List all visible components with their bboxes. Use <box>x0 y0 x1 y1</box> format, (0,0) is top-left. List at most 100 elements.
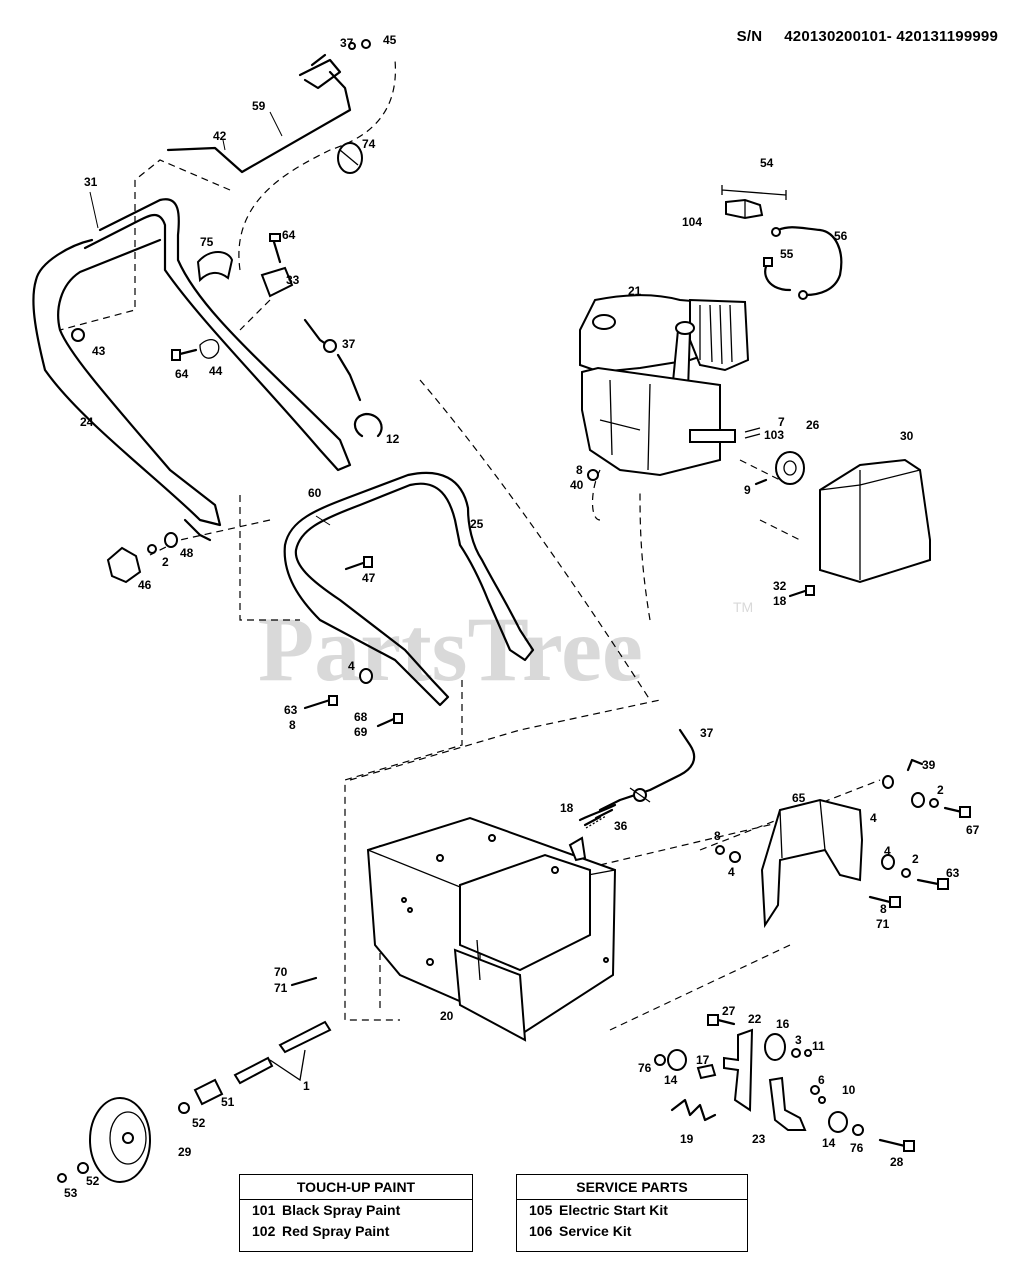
callout: 22 <box>748 1012 762 1026</box>
handle-knob <box>106 532 178 584</box>
belt-cover <box>788 458 931 598</box>
service-parts-title: SERVICE PARTS <box>517 1175 747 1200</box>
callout: 64 <box>282 228 296 242</box>
callout: 71 <box>876 917 890 931</box>
callout: 55 <box>780 247 794 261</box>
callout: 27 <box>722 1004 736 1018</box>
callout: 76 <box>638 1061 652 1075</box>
callout: 17 <box>696 1053 710 1067</box>
watermark-text: PartsTree <box>258 598 643 700</box>
callout: 28 <box>890 1155 904 1169</box>
callout: 74 <box>362 137 376 151</box>
callout: 56 <box>834 229 848 243</box>
callout: 70 <box>274 965 288 979</box>
callout: 8 <box>576 463 583 477</box>
ignition-switch <box>721 185 843 300</box>
callout: 7 <box>778 415 785 429</box>
callout: 48 <box>180 546 194 560</box>
callout: 19 <box>680 1132 694 1146</box>
callout: 12 <box>386 432 400 446</box>
callout: 60 <box>308 486 322 500</box>
callout: 3 <box>795 1033 802 1047</box>
clip <box>353 412 383 438</box>
mounting-bracket <box>715 758 971 929</box>
callout: 54 <box>760 156 774 170</box>
callout: 103 <box>764 428 784 442</box>
callout: 33 <box>286 273 300 287</box>
callout: 4 <box>728 865 735 879</box>
callout: 2 <box>912 852 919 866</box>
callout: 8 <box>289 718 296 732</box>
callout: 37 <box>342 337 356 351</box>
cable-clevis <box>171 318 362 402</box>
engine <box>579 294 761 481</box>
serial-range: 420130200101- 420131199999 <box>784 28 998 45</box>
chassis-frame <box>366 803 617 1042</box>
callout: 104 <box>682 215 702 229</box>
watermark-tm: TM <box>733 599 753 615</box>
callout: 24 <box>80 415 94 429</box>
callout: 14 <box>664 1073 678 1087</box>
callout: 4 <box>870 811 877 825</box>
callout: 59 <box>252 99 266 113</box>
callout: 68 <box>354 710 368 724</box>
callout: 4 <box>348 659 355 673</box>
callout: 23 <box>752 1132 766 1146</box>
callout-labels: 37 45 59 42 74 54 104 56 55 31 75 64 33 … <box>64 33 980 1200</box>
callout: 20 <box>440 1009 454 1023</box>
bolt-70 <box>290 976 318 987</box>
callout: 18 <box>773 594 787 608</box>
pulley <box>754 451 805 486</box>
callout: 44 <box>209 364 223 378</box>
callout: 47 <box>362 571 376 585</box>
lower-handle <box>283 471 535 728</box>
touch-up-paint-title: TOUCH-UP PAINT <box>240 1175 472 1200</box>
callout: 10 <box>842 1083 856 1097</box>
callout: 37 <box>340 36 354 50</box>
callout: 4 <box>884 844 891 858</box>
callout: 63 <box>946 866 960 880</box>
callout: 52 <box>192 1116 206 1130</box>
callout: 18 <box>560 801 574 815</box>
callout: 11 <box>812 1039 825 1053</box>
callout: 36 <box>614 819 628 833</box>
callout: 51 <box>221 1095 235 1109</box>
callout: 76 <box>850 1141 864 1155</box>
callout: 2 <box>937 783 944 797</box>
callout: 67 <box>966 823 980 837</box>
callout: 8 <box>714 829 721 843</box>
callout: 53 <box>64 1186 78 1200</box>
callout: 65 <box>792 791 806 805</box>
callout: 31 <box>84 175 98 189</box>
callout: 1 <box>303 1079 310 1093</box>
callout: 42 <box>213 129 227 143</box>
callout: 26 <box>806 418 820 432</box>
serial-label: S/N <box>736 28 763 45</box>
guide-lines <box>59 59 881 1031</box>
serial-number: S/N 420130200101- 420131199999 <box>737 28 998 45</box>
lower-cable <box>583 728 696 829</box>
callout: 37 <box>700 726 714 740</box>
callout: 39 <box>922 758 936 772</box>
callout: 63 <box>284 703 298 717</box>
callout: 52 <box>86 1174 100 1188</box>
handle-grip <box>337 142 363 174</box>
callout: 64 <box>175 367 189 381</box>
callout: 2 <box>162 555 169 569</box>
axle-and-wheel <box>57 1020 332 1183</box>
callout: 25 <box>470 517 484 531</box>
callout: 6 <box>818 1073 825 1087</box>
idler-assembly <box>654 1014 915 1152</box>
callout: 43 <box>92 344 106 358</box>
callout: 14 <box>822 1136 836 1150</box>
callout: 16 <box>776 1017 790 1031</box>
upper-handle <box>32 191 352 542</box>
callout: 71 <box>274 981 288 995</box>
callout: 69 <box>354 725 368 739</box>
